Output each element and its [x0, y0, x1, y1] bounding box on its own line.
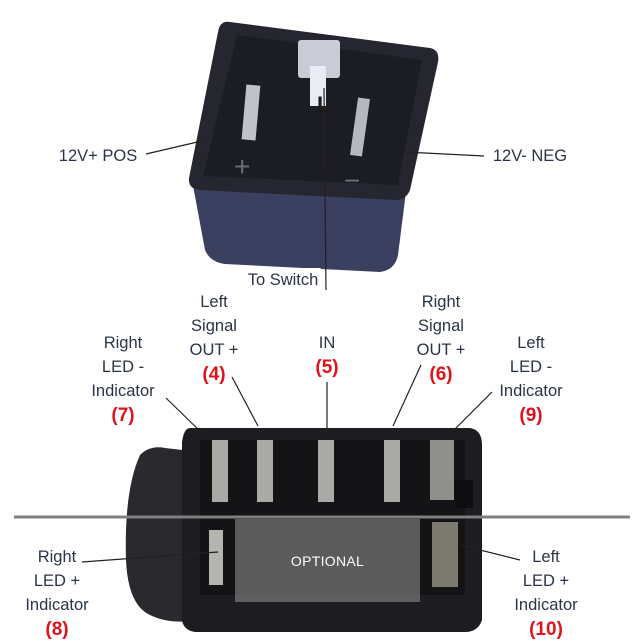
- optional-overlay: OPTIONAL: [235, 519, 420, 602]
- label-12v-neg: 12V- NEG: [492, 147, 568, 165]
- pos-terminal: [241, 84, 261, 141]
- label-in: IN(5): [315, 334, 339, 378]
- label-12v-pos: 12V+ POS: [58, 147, 138, 165]
- neg-terminal: [350, 97, 370, 157]
- neg-glyph: −: [344, 165, 360, 196]
- label-to-switch: To Switch: [245, 268, 321, 292]
- switch-pins: [209, 440, 458, 587]
- center-terminal-blade: [310, 66, 326, 106]
- center-terminal: [298, 40, 340, 78]
- leader-lines: [81, 87, 521, 563]
- flasher-relay: L + −: [188, 21, 439, 272]
- pos-glyph: +: [234, 151, 250, 182]
- relay-top-inner: [203, 35, 422, 185]
